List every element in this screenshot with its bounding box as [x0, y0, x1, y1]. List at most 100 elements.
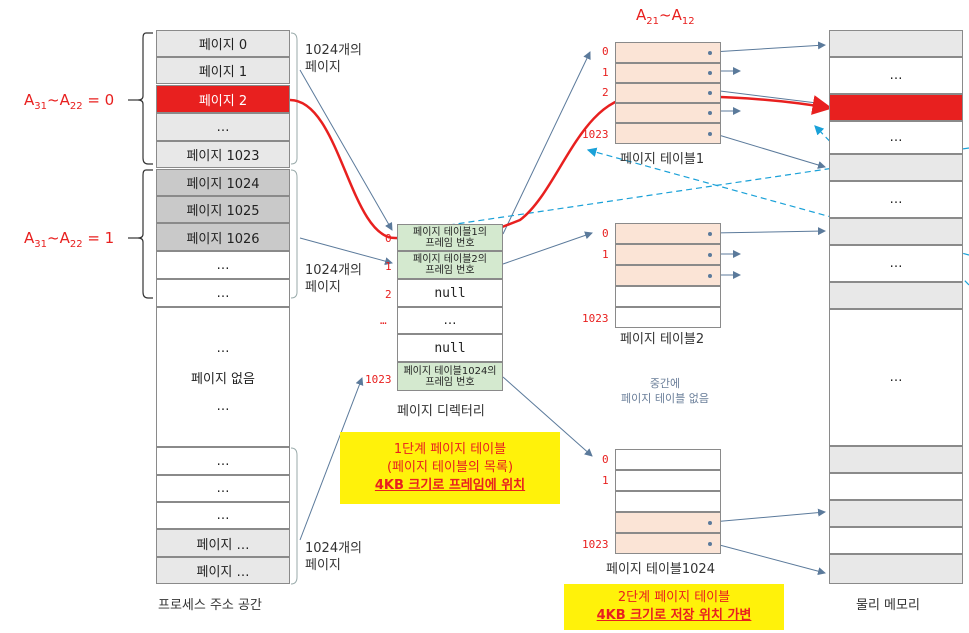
callout2-line2: 4KB 크기로 저장 위치 가변 [596, 608, 752, 623]
a31-a22-eq0: A31~A22 = 0 [24, 91, 115, 112]
physical-frame [829, 154, 963, 181]
entry-dot-icon [708, 273, 712, 278]
directory-entry: 페이지 테이블1024의 프레임 번호 [397, 362, 503, 391]
callout1-line3: 4KB 크기로 프레임에 위치 [374, 478, 526, 493]
page-table-entry [615, 533, 721, 554]
group-label-top: 1024개의 페이지 [305, 43, 363, 75]
callout-level1: 1단계 페이지 테이블 (페이지 테이블의 목록) 4KB 크기로 프레임에 위… [340, 432, 560, 504]
page-table-entry [615, 103, 721, 123]
group-label-bot: 1024개의 페이지 [305, 541, 363, 573]
directory-index: 1023 [365, 373, 392, 386]
address-space-cell: 페이지 1026 [156, 223, 290, 251]
directory-caption: 페이지 디렉터리 [397, 404, 485, 419]
physical-frame [829, 94, 963, 121]
address-space-cell: 페이지 1025 [156, 196, 290, 223]
entry-dot-icon [708, 91, 712, 95]
entry-dot-icon [708, 111, 712, 115]
page-table-index: 0 [602, 45, 609, 58]
page-table-1024-caption: 페이지 테이블1024 [606, 562, 715, 577]
page-table-index: 1023 [582, 128, 609, 141]
page-table-entry [615, 42, 721, 63]
directory-index: 0 [385, 232, 392, 245]
physical-frame [829, 30, 963, 57]
page-table-index: 1 [602, 66, 609, 79]
page-table-entry [615, 470, 721, 491]
address-space-cell: 페이지 … [156, 529, 290, 557]
page-table-entry [615, 63, 721, 83]
page-table-entry [615, 307, 721, 328]
physical-frame [829, 473, 963, 500]
physical-frame [829, 282, 963, 309]
empty-dots-top: … [216, 340, 230, 356]
group-label-mid: 1024개의 페이지 [305, 263, 363, 295]
page-table-entry [615, 265, 721, 286]
callout-level2: 2단계 페이지 테이블 4KB 크기로 저장 위치 가변 [564, 584, 784, 630]
physical-memory-caption: 물리 메모리 [856, 598, 920, 613]
address-space-cell: 페이지 0 [156, 30, 290, 57]
page-table-index: 0 [602, 227, 609, 240]
empty-dots-bottom: … [216, 398, 230, 414]
page-table-entry [615, 512, 721, 533]
physical-frame [829, 446, 963, 473]
address-space-cell: … [156, 447, 290, 475]
directory-index: … [380, 314, 387, 327]
bracket-mid [137, 169, 153, 299]
address-space-cell: 페이지 1 [156, 57, 290, 84]
entry-dot-icon [708, 252, 712, 257]
address-space-caption: 프로세스 주소 공간 [158, 598, 262, 613]
page-table-index: 1023 [582, 312, 609, 325]
page-table-index: 2 [602, 86, 609, 99]
bracket-top [137, 32, 153, 165]
directory-index: 2 [385, 288, 392, 301]
page-table-entry [615, 123, 721, 144]
mid-note: 중간에 페이지 테이블 없음 [621, 377, 709, 405]
entry-dot-icon [708, 71, 712, 75]
entry-dot-icon [708, 541, 712, 546]
callout1-line1: 1단계 페이지 테이블 [393, 442, 507, 457]
translation-path [289, 94, 833, 240]
page-table-entry [615, 83, 721, 103]
physical-frame: … [829, 309, 963, 446]
entry-dot-icon [708, 50, 712, 55]
address-space-cell: 페이지 1024 [156, 169, 290, 196]
address-space-cell: 페이지 2 [156, 85, 290, 113]
page-table-index: 1 [602, 248, 609, 261]
page-table-index: 1 [602, 474, 609, 487]
page-table-entry [615, 223, 721, 244]
page-table-index: 0 [602, 453, 609, 466]
no-page-label: 페이지 없음 [191, 371, 255, 387]
address-space-cell: … [156, 502, 290, 529]
directory-entry: 페이지 테이블1의 프레임 번호 [397, 224, 503, 251]
page-table-index: 1023 [582, 538, 609, 551]
page-table-1-caption: 페이지 테이블1 [620, 152, 705, 167]
address-space-cell: … [156, 251, 290, 279]
a31-a22-eq1: A31~A22 = 1 [24, 229, 115, 250]
physical-frame [829, 218, 963, 245]
page-table-entry [615, 491, 721, 512]
page-table-entry [615, 286, 721, 307]
directory-entry: null [397, 334, 503, 362]
entry-dot-icon [708, 520, 712, 525]
entry-dot-icon [708, 231, 712, 236]
physical-frame [829, 527, 963, 554]
physical-frame: … [829, 121, 963, 154]
physical-frame [829, 554, 963, 584]
callout2-line1: 2단계 페이지 테이블 [617, 590, 731, 605]
physical-frame: … [829, 245, 963, 282]
directory-entry: null [397, 279, 503, 307]
address-space-empty-region: … 페이지 없음 … [156, 307, 290, 447]
a21-a12-label: A21~A12 [636, 6, 695, 27]
page-table-2-caption: 페이지 테이블2 [620, 332, 705, 347]
directory-entry: … [397, 307, 503, 334]
page-table-entry [615, 449, 721, 470]
page-table-entry [615, 244, 721, 265]
address-space-cell: … [156, 475, 290, 502]
address-space-cell: … [156, 279, 290, 307]
entry-dot-icon [708, 131, 712, 136]
physical-frame: … [829, 181, 963, 218]
address-space-cell: 페이지 1023 [156, 141, 290, 168]
callout1-line2: (페이지 테이블의 목록) [386, 460, 514, 475]
directory-entry: 페이지 테이블2의 프레임 번호 [397, 251, 503, 279]
physical-frame [829, 500, 963, 527]
directory-index: 1 [385, 260, 392, 273]
